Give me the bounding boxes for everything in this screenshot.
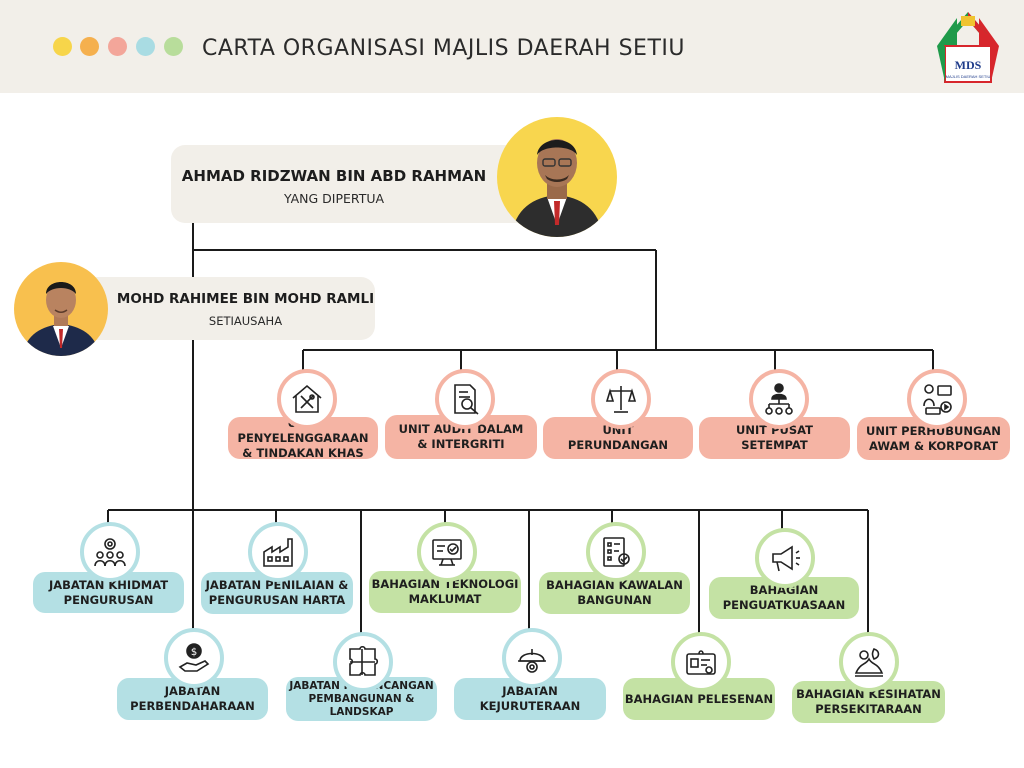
hierarchy-icon — [749, 369, 809, 429]
secretary-photo — [14, 262, 108, 356]
dot-salmon — [108, 37, 127, 56]
svg-text:MAJLIS DAERAH SETIU: MAJLIS DAERAH SETIU — [946, 74, 991, 79]
house-tools-icon — [277, 369, 337, 429]
header-bar: CARTA ORGANISASI MAJLIS DAERAH SETIU MDS… — [0, 0, 1024, 93]
scales-icon — [591, 369, 651, 429]
page-title: CARTA ORGANISASI MAJLIS DAERAH SETIU — [202, 36, 685, 61]
unit-label: UNIT AUDIT DALAM& INTERGRITI — [385, 415, 537, 459]
president-card: AHMAD RIDZWAN BIN ABD RAHMAN YANG DIPERT… — [171, 145, 531, 223]
team-gear-icon — [80, 522, 140, 582]
mds-logo: MDS MAJLIS DAERAH SETIU — [937, 12, 999, 83]
dot-blue — [136, 37, 155, 56]
money-hand-icon: $ — [164, 628, 224, 688]
secretary-role: SETIAUSAHA — [208, 314, 283, 328]
secretary-name: MOHD RAHIMEE BIN MOHD RAMLI — [116, 291, 375, 307]
public-relations-icon — [907, 369, 967, 429]
license-card-icon — [671, 632, 731, 692]
president-photo — [497, 117, 617, 237]
dot-yellow — [53, 37, 72, 56]
factory-icon — [248, 522, 308, 582]
president-name: AHMAD RIDZWAN BIN ABD RAHMAN — [181, 167, 487, 185]
megaphone-icon — [755, 528, 815, 588]
dot-orange — [80, 37, 99, 56]
audit-document-icon — [435, 369, 495, 429]
computer-check-icon — [417, 522, 477, 582]
checklist-icon — [586, 522, 646, 582]
svg-text:$: $ — [191, 647, 197, 658]
puzzle-icon — [333, 632, 393, 692]
svg-text:MDS: MDS — [955, 58, 982, 72]
hard-hat-icon — [502, 628, 562, 688]
dot-green — [164, 37, 183, 56]
secretary-card: MOHD RAHIMEE BIN MOHD RAMLI SETIAUSAHA — [80, 277, 375, 340]
environment-icon — [839, 632, 899, 692]
president-role: YANG DIPERTUA — [283, 191, 385, 206]
unit-label: UNIT PENYELENGGARAAN& TINDAKAN KHAS — [228, 416, 378, 460]
